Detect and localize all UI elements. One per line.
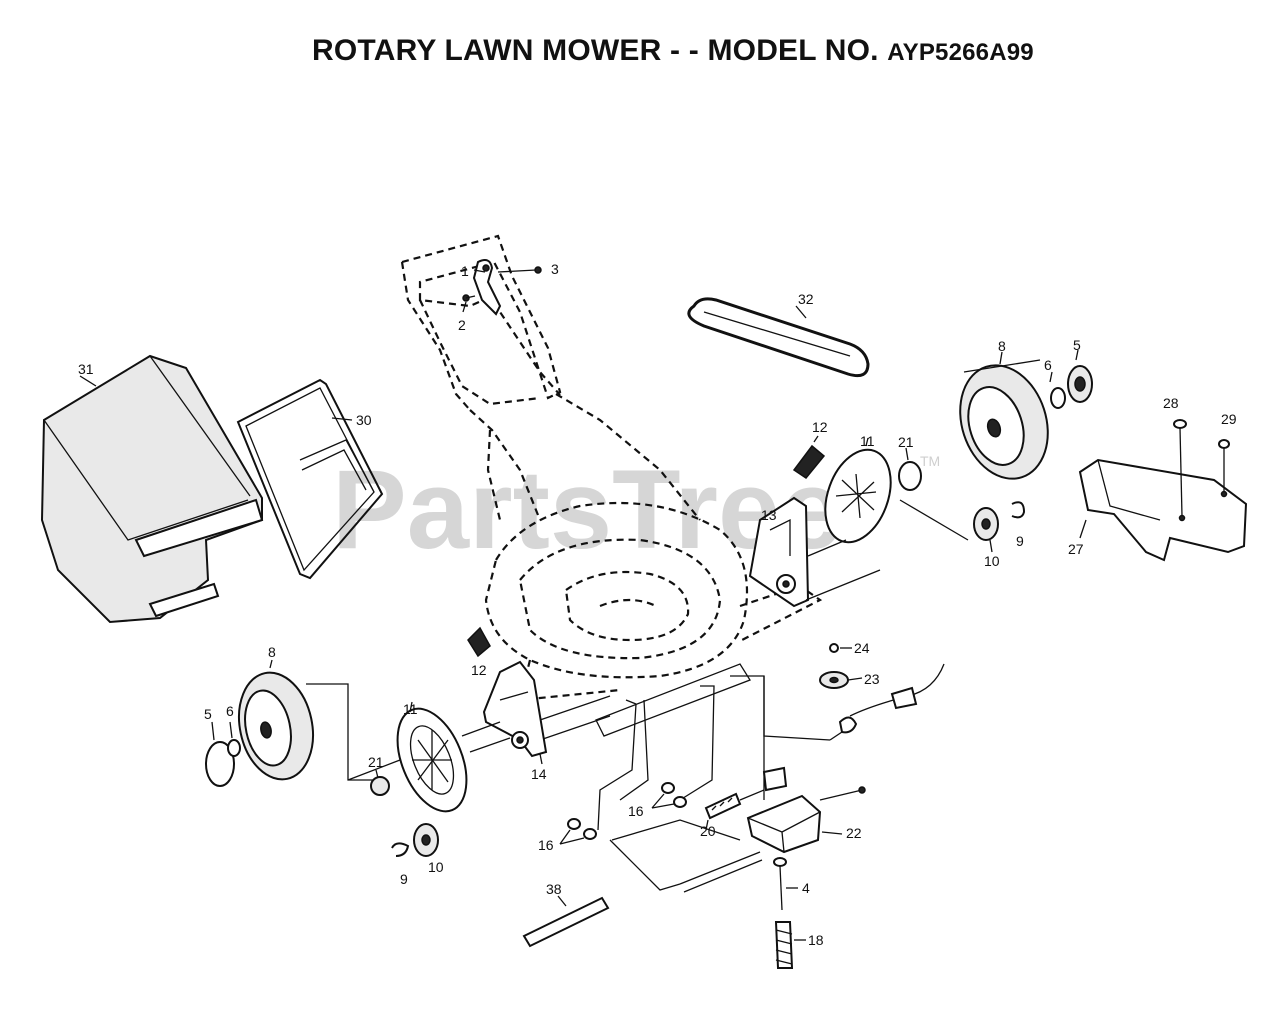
watermark-trademark: TM — [920, 453, 940, 469]
bolt-part-4 — [773, 857, 798, 911]
callout-30: 30 — [356, 412, 372, 428]
callout-3: 3 — [551, 261, 559, 277]
bolt-part-28 — [1173, 419, 1187, 522]
drive-belt-part-32 — [687, 297, 870, 378]
wheel-gear-cover-part-11-right — [824, 448, 892, 544]
clip-part-9-right — [1011, 501, 1026, 519]
title-main: ROTARY LAWN MOWER - - MODEL NO. — [312, 34, 879, 67]
bag-frame-part-30 — [236, 378, 384, 580]
spring-part-12-lower — [467, 626, 491, 658]
callout-12-lower: 12 — [471, 662, 487, 678]
callout-18: 18 — [808, 932, 824, 948]
rear-wheel-left-part-8 — [238, 671, 314, 781]
callout-31: 31 — [78, 361, 94, 377]
callout-5-left: 5 — [204, 706, 212, 722]
callout-24: 24 — [854, 640, 870, 656]
bolt-part-29 — [1218, 439, 1230, 498]
transmission-part-22 — [746, 766, 866, 854]
callout-5-right: 5 — [1073, 337, 1081, 353]
callout-28: 28 — [1163, 395, 1179, 411]
rear-flap-part-27 — [1078, 458, 1248, 562]
screw-part-3 — [497, 266, 542, 274]
title-model-number: AYP5266A99 — [887, 39, 1034, 66]
spring-part-18 — [774, 921, 806, 969]
callout-13: 13 — [761, 507, 777, 523]
hubcap-part-5-left — [205, 741, 235, 787]
cable-spring — [838, 716, 858, 734]
callout-1: 1 — [461, 263, 469, 279]
washer-part-21-right — [898, 461, 922, 491]
callout-38: 38 — [546, 881, 562, 897]
washer-part-6-right — [1050, 387, 1066, 409]
callout-11-right: 11 — [860, 433, 875, 449]
callout-9-right: 9 — [1016, 533, 1024, 549]
pinion-gear-part-10-left — [413, 823, 439, 857]
nut-part-24 — [829, 643, 852, 653]
rear-wheel-right-part-8 — [959, 359, 1049, 480]
nuts-part-16-center — [651, 782, 687, 809]
spring-part-20 — [704, 789, 765, 820]
spring-part-12-upper — [792, 444, 826, 480]
rod-part-38 — [522, 895, 610, 948]
grass-bag-part-31 — [40, 354, 264, 624]
callout-10-right: 10 — [984, 553, 1000, 569]
callout-11-left: 11 — [403, 701, 418, 717]
height-adjuster-part-14 — [482, 660, 548, 758]
callout-9-left: 9 — [400, 871, 408, 887]
callout-14: 14 — [531, 766, 547, 782]
callout-32: 32 — [798, 291, 814, 307]
callout-4: 4 — [802, 880, 810, 896]
washer-part-6-left — [227, 739, 241, 757]
callout-27: 27 — [1068, 541, 1084, 557]
wheel-gear-cover-part-11-left — [396, 707, 468, 813]
callout-2: 2 — [458, 317, 466, 333]
clip-part-9-left — [391, 842, 410, 857]
pulley-part-23 — [819, 671, 863, 689]
callout-21-left: 21 — [368, 754, 384, 770]
control-lever-part-1 — [472, 259, 502, 316]
nuts-part-16-left — [559, 818, 597, 845]
callout-21-right: 21 — [898, 434, 914, 450]
callout-10-left: 10 — [428, 859, 444, 875]
callout-12-upper: 12 — [812, 419, 828, 435]
rear-axle-bracket — [595, 663, 751, 737]
callout-6-left: 6 — [226, 703, 234, 719]
height-adjuster-part-13 — [748, 496, 810, 608]
callout-16-center: 16 — [628, 803, 644, 819]
diagram-title: ROTARY LAWN MOWER - - MODEL NO. AYP5266A… — [0, 34, 1280, 68]
callout-8-left: 8 — [268, 644, 276, 660]
pinion-gear-part-10-right — [973, 507, 999, 541]
washer-part-21-left — [370, 776, 390, 796]
callout-29: 29 — [1221, 411, 1237, 427]
callout-6-right: 6 — [1044, 357, 1052, 373]
callout-16-left: 16 — [538, 837, 554, 853]
callout-23: 23 — [864, 671, 880, 687]
callout-8-right: 8 — [998, 338, 1006, 354]
callout-22: 22 — [846, 825, 862, 841]
callout-20: 20 — [700, 823, 716, 839]
